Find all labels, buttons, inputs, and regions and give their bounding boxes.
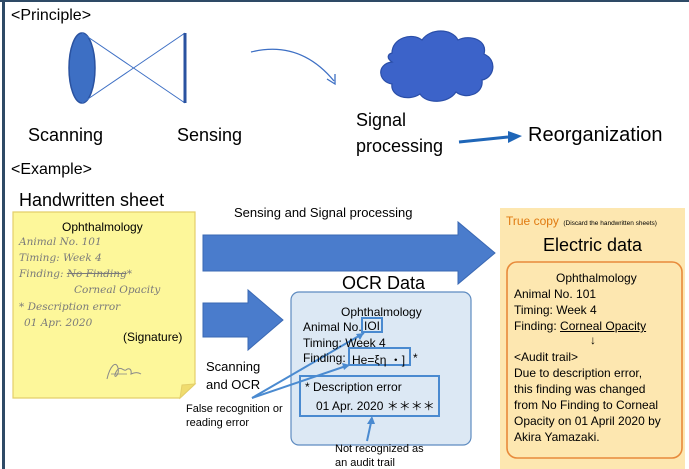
ocr-box-desc xyxy=(299,375,440,417)
reorg-arrow-head xyxy=(508,131,522,143)
sheet-finding-prefix: Finding: xyxy=(19,268,67,280)
frame-top-line xyxy=(0,0,689,2)
ocr-title: OCR Data xyxy=(342,273,426,293)
arrowhead-desc xyxy=(367,416,375,424)
sheet-finding-new: Corneal Opacity xyxy=(74,284,161,296)
annotation-not-2: an audit trail xyxy=(335,457,395,469)
electric-data-box xyxy=(506,261,683,459)
true-copy-title-line: True copy (Discard the handwritten sheet… xyxy=(506,212,657,230)
sheet-animal: Animal No. 101 xyxy=(19,236,102,248)
sheet-title: Ophthalmology xyxy=(62,220,143,234)
ocr-desc-error: * Description error xyxy=(305,380,402,394)
big-arrow-top xyxy=(202,220,496,286)
ocr-timing: Timing: Week 4 xyxy=(303,336,386,350)
electric-audit-line-4: Opacity on 01 April 2020 by xyxy=(514,414,661,428)
true-copy-note: (Discard the handwritten sheets) xyxy=(563,220,657,227)
ocr-finding-prefix: Finding: xyxy=(303,351,346,365)
annotation-false-1: False recognition or xyxy=(186,403,283,415)
label-processing: processing xyxy=(356,136,444,156)
signature-scribble xyxy=(106,364,142,380)
electric-audit-line-1: Due to description error, xyxy=(514,366,643,380)
ocr-box-animal xyxy=(361,317,383,333)
ocr-animal-prefix: Animal No. xyxy=(303,320,362,334)
true-copy-title: True copy xyxy=(506,214,559,228)
sheet-finding-struck: No Finding xyxy=(66,268,127,280)
arrowhead-animal xyxy=(356,333,364,340)
ocr-panel xyxy=(290,291,472,446)
electric-animal: Animal No. 101 xyxy=(514,287,597,301)
cloud-icon xyxy=(380,30,494,102)
principle-diagram xyxy=(68,30,522,144)
sheet-desc-error: * Description error xyxy=(19,301,121,313)
ocr-animal-value: IOI xyxy=(364,319,381,333)
ocr-box-finding xyxy=(348,347,411,366)
handwritten-sheet-title: Handwritten sheet xyxy=(19,190,165,210)
ocr-header: Ophthalmology xyxy=(341,305,422,319)
sheet-signature-label: (Signature) xyxy=(123,330,183,344)
principle-heading: <Principle> xyxy=(11,7,92,24)
ocr-date-line: 01 Apr. 2020 ＊＊＊＊ xyxy=(316,399,435,413)
example-heading: <Example> xyxy=(11,161,92,178)
curved-arrow-head xyxy=(326,74,336,86)
curved-arrow-icon xyxy=(250,48,335,82)
arrow-mid-label-2: and OCR xyxy=(206,377,261,392)
label-sensing: Sensing xyxy=(177,125,243,145)
electric-audit-line-3: from No Finding to Corneal xyxy=(514,398,659,412)
big-arrow-mid xyxy=(202,288,284,352)
electric-finding-prefix: Finding: xyxy=(514,319,561,333)
electric-timing: Timing: Week 4 xyxy=(514,303,597,317)
reorg-arrow-icon xyxy=(458,135,509,144)
arrowhead-finding xyxy=(342,363,350,370)
electric-data-title: Electric data xyxy=(543,235,643,255)
annotation-not-1: Not recognized as xyxy=(335,443,424,455)
sheet-timing: Timing: Week 4 xyxy=(19,252,102,264)
arrow-top-label: Sensing and Signal processing xyxy=(234,205,413,220)
label-reorganization: Reorganization xyxy=(528,124,663,146)
electric-finding-value: Corneal Opacity xyxy=(560,319,647,333)
sheet-fold-corner xyxy=(179,383,197,400)
label-signal: Signal xyxy=(356,110,407,130)
electric-audit-heading: <Audit trail> xyxy=(514,350,579,364)
down-arrow-icon: ↓ xyxy=(590,333,596,347)
label-scanning: Scanning xyxy=(28,125,104,145)
ocr-finding-value: He=ξη ・] xyxy=(352,353,406,367)
ocr-finding-star: * xyxy=(413,351,418,365)
electric-finding-line: Finding: Corneal Opacity xyxy=(514,319,646,333)
arrow-mid-label-1: Scanning xyxy=(206,359,261,374)
electric-header: Ophthalmology xyxy=(556,271,637,285)
sheet-date: 01 Apr. 2020 xyxy=(24,317,93,329)
electric-audit-line-2: this finding was changed xyxy=(514,382,646,396)
annotation-false-2: reading error xyxy=(186,417,249,429)
frame-left-line xyxy=(2,0,5,469)
beam-lines xyxy=(81,32,186,104)
sheet-finding-line: Finding: No Finding* xyxy=(19,268,132,280)
electric-audit-line-5: Akira Yamazaki. xyxy=(514,430,600,444)
sheet-finding-star: * xyxy=(126,268,132,280)
